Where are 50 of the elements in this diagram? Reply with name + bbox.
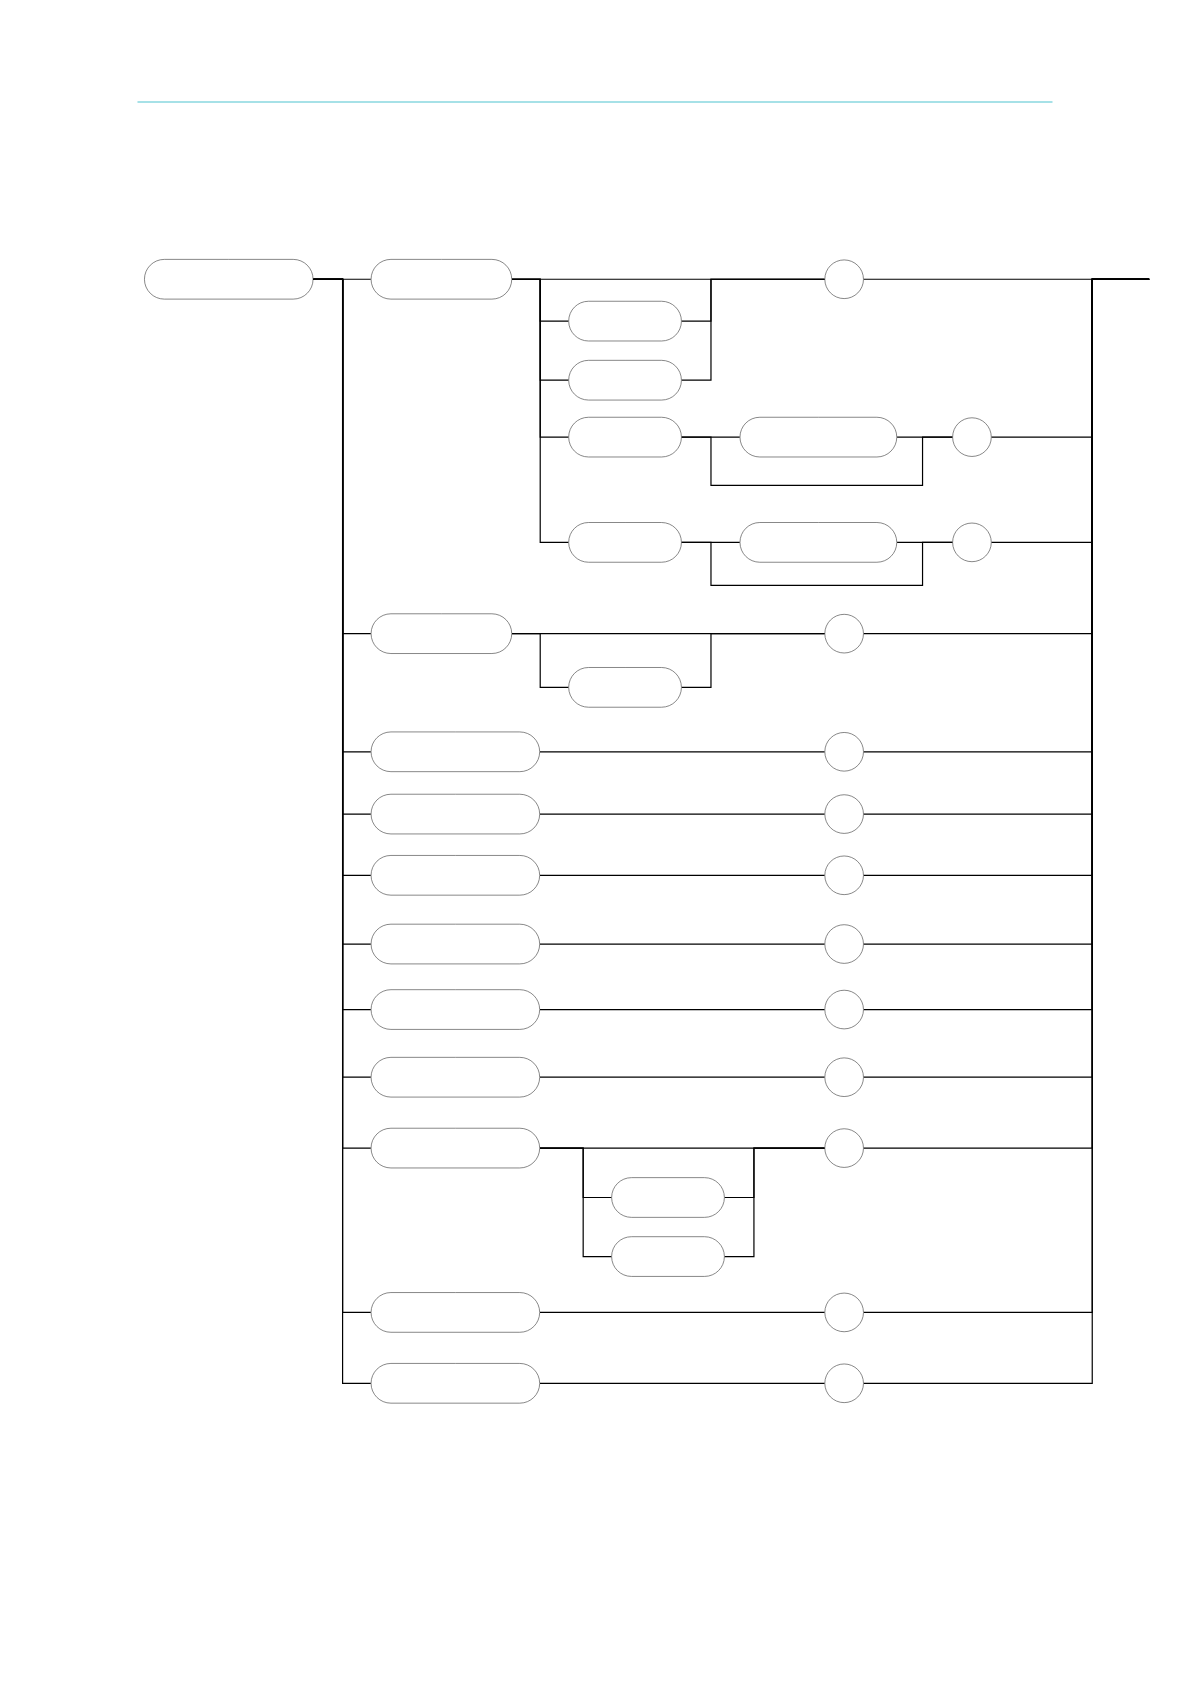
connector-line bbox=[539, 1076, 826, 1078]
rounded-box bbox=[370, 1363, 540, 1404]
circle-node bbox=[824, 259, 864, 299]
rounded-box bbox=[370, 989, 540, 1030]
connector-line bbox=[681, 633, 826, 688]
connector-line bbox=[681, 541, 953, 586]
rounded-box bbox=[611, 1236, 725, 1277]
rounded-box bbox=[370, 923, 540, 965]
rounded-box bbox=[568, 667, 682, 708]
connector-line bbox=[539, 874, 826, 876]
circle-node bbox=[824, 1128, 864, 1168]
connector-line bbox=[539, 943, 826, 945]
rounded-box bbox=[568, 416, 682, 458]
rounded-box bbox=[568, 522, 682, 563]
rounded-box bbox=[370, 855, 540, 896]
connector-line bbox=[681, 278, 826, 381]
rounded-box bbox=[144, 259, 314, 300]
connector-line bbox=[539, 1008, 826, 1011]
rounded-box bbox=[568, 300, 682, 342]
circle-node bbox=[952, 522, 992, 563]
rounded-box bbox=[568, 360, 682, 401]
connector-line bbox=[511, 278, 569, 543]
rounded-box bbox=[611, 1177, 725, 1218]
circle-node bbox=[824, 1363, 864, 1403]
circle-node bbox=[824, 1292, 864, 1333]
circle-node bbox=[824, 855, 864, 895]
circle-node bbox=[824, 924, 864, 964]
circle-node bbox=[952, 417, 992, 457]
rounded-box bbox=[370, 1127, 540, 1169]
circle-node bbox=[824, 1057, 864, 1097]
connector-line bbox=[539, 1311, 826, 1313]
circle-node bbox=[824, 989, 864, 1030]
rounded-box bbox=[370, 613, 513, 654]
connector-line bbox=[539, 1382, 826, 1384]
connector-line bbox=[539, 813, 826, 815]
connector-line bbox=[539, 1147, 612, 1258]
rounded-box bbox=[370, 1057, 540, 1098]
connector-line bbox=[724, 1147, 826, 1258]
rounded-box bbox=[739, 416, 898, 458]
rounded-box bbox=[370, 259, 513, 300]
connector-line bbox=[511, 633, 569, 688]
rounded-box bbox=[370, 731, 540, 772]
connector-line bbox=[681, 436, 953, 487]
rounded-box bbox=[370, 1292, 540, 1333]
connector-line bbox=[539, 751, 826, 753]
rounded-box bbox=[370, 793, 540, 835]
rounded-box bbox=[739, 522, 898, 563]
circle-node bbox=[824, 614, 864, 654]
circle-node bbox=[824, 732, 864, 772]
circle-node bbox=[824, 794, 864, 834]
